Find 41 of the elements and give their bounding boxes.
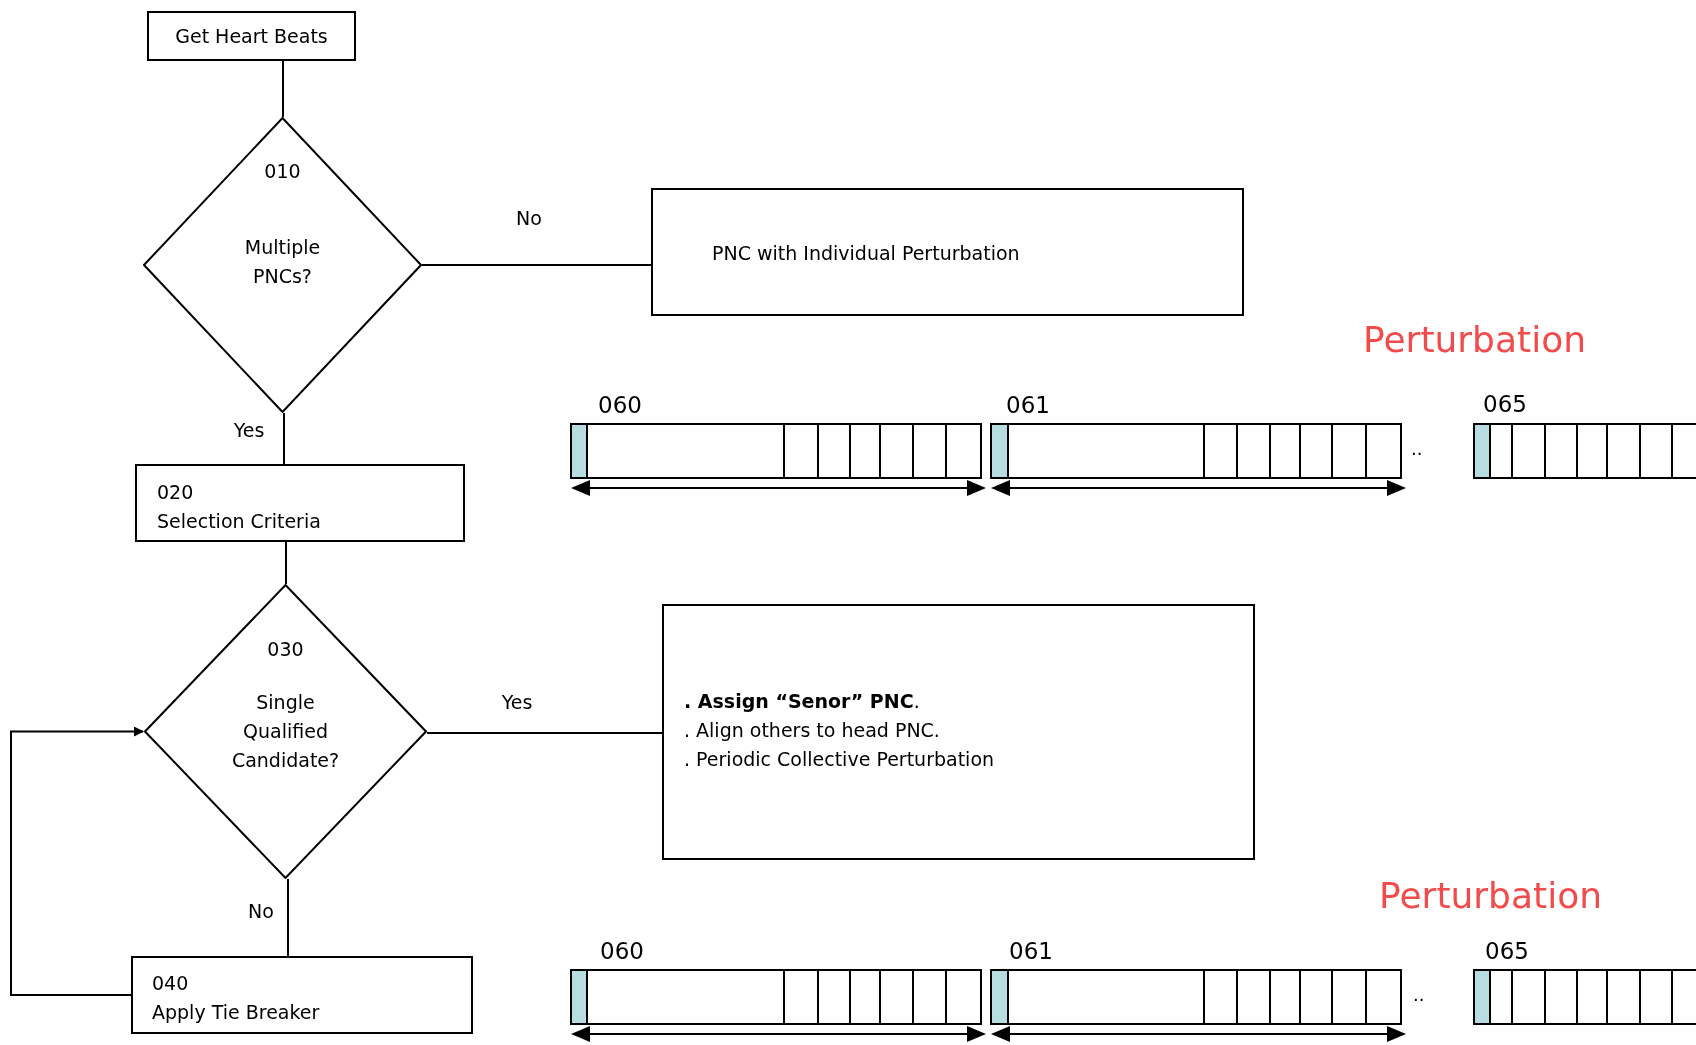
bar-number: 060 [600,940,644,963]
bar-number: 065 [1485,940,1529,963]
process-box [135,464,465,542]
process-box [147,11,356,61]
bar-number: 065 [1483,393,1527,416]
ellipsis-label: .. [1413,986,1425,1004]
node-text: . Align others to head PNC. [684,718,941,743]
decision-diamond [143,117,422,413]
edge-label: Yes [231,420,267,440]
connector-line [285,541,287,585]
edge-label: No [514,208,544,228]
process-box [651,188,1244,316]
node-text: . Assign “Senor” PNC. [684,689,921,714]
node-text: Selection Criteria [157,509,322,534]
connector-line [10,726,144,996]
bar-number: 061 [1009,940,1053,963]
bar-number: 061 [1006,394,1050,417]
connector-line [282,60,284,118]
node-text: Apply Tie Breaker [152,1000,321,1025]
connector-line [426,732,663,734]
step-number: 030 [266,637,305,662]
connector-line [421,264,652,266]
node-text: Multiple PNCs? [243,235,322,289]
connector-line [283,412,285,465]
step-number: 020 [157,480,195,505]
step-number: 010 [263,159,302,184]
node-text: Get Heart Beats [175,23,328,49]
node-text: PNC with Individual Perturbation [712,242,1020,264]
heading-label: Perturbation [1379,878,1602,914]
process-box [662,604,1255,860]
ellipsis-label: .. [1411,440,1423,458]
decision-diamond [144,584,427,879]
edge-label: Yes [499,692,535,712]
step-number: 040 [152,971,190,996]
node-text: Single Qualified Candidate? [230,690,341,773]
node-text: . Periodic Collective Perturbation [684,747,996,772]
bar-number: 060 [598,394,642,417]
edge-label: No [246,901,276,921]
process-box [131,956,473,1034]
heading-label: Perturbation [1363,322,1586,358]
connector-line [287,878,289,957]
